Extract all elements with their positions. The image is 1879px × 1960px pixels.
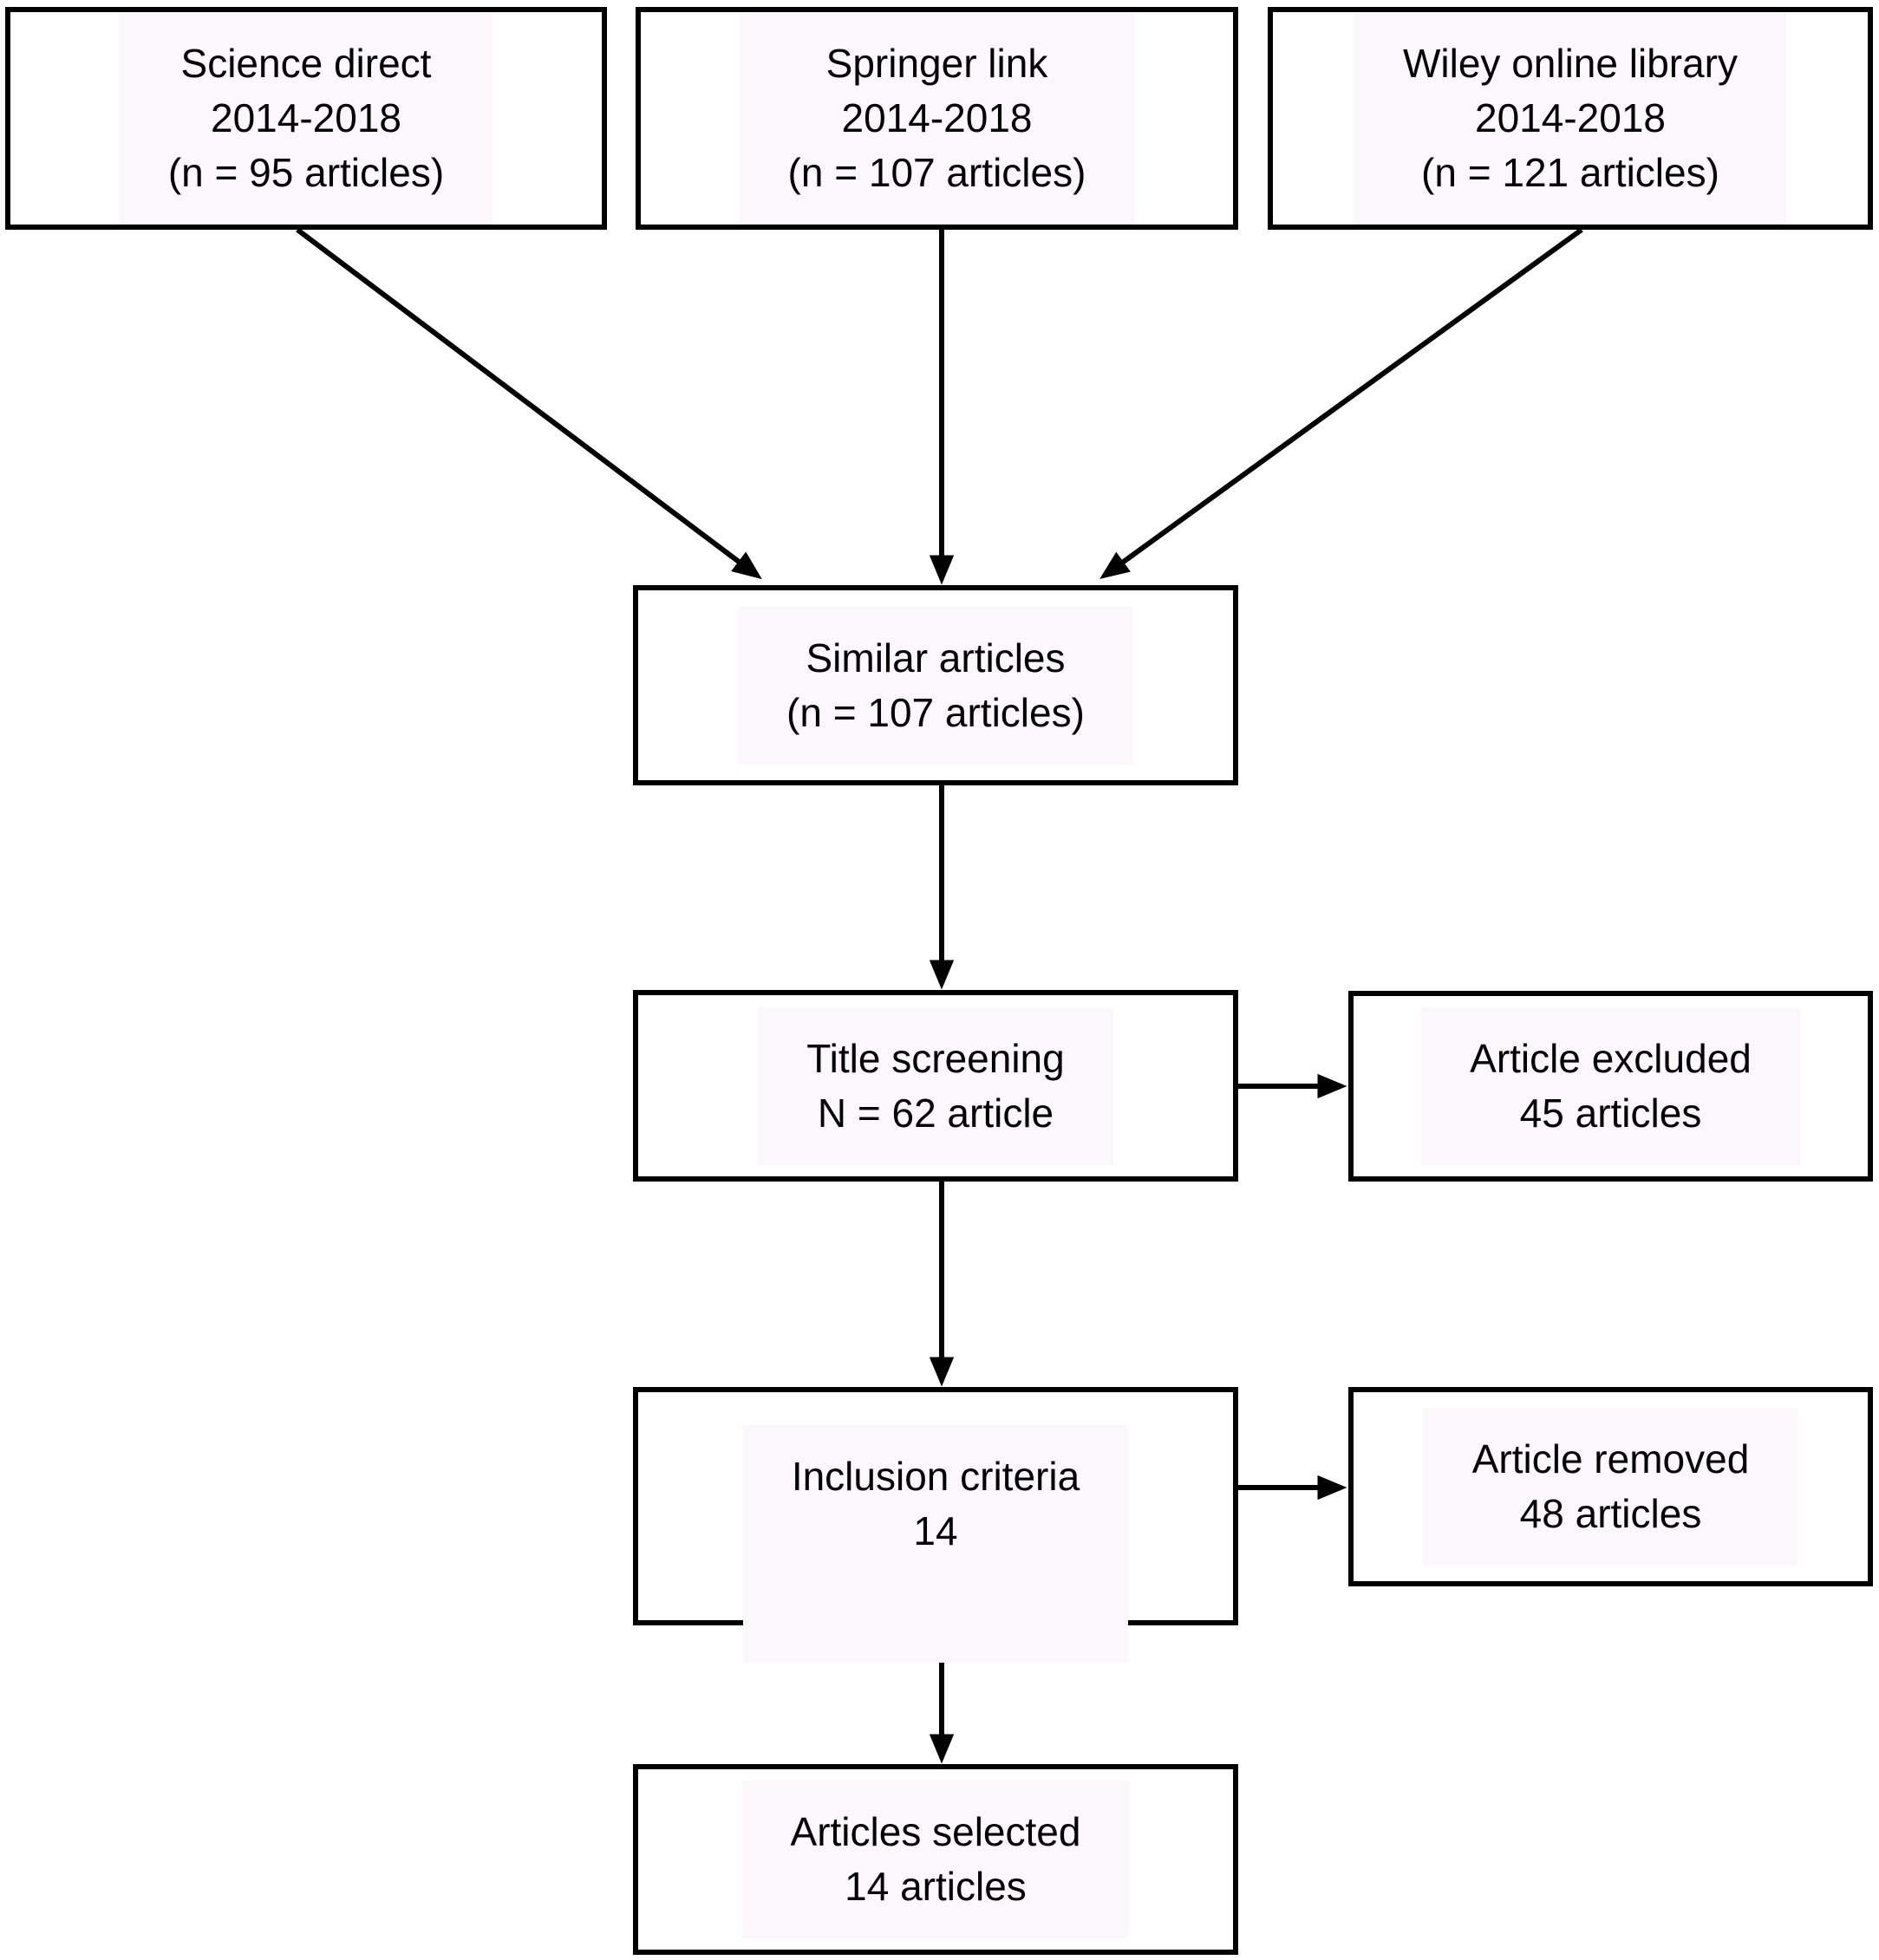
box-article-removed-text: Article removed 48 articles: [1423, 1408, 1798, 1566]
box-line: Wiley online library: [1402, 41, 1738, 86]
arrow-science-to-similar: [296, 227, 762, 580]
box-line: Science direct: [180, 41, 432, 86]
box-title-screening-text: Title screening N = 62 article: [758, 1006, 1113, 1165]
box-wiley-online-library-text: Wiley online library 2014-2018 (n = 121 …: [1354, 12, 1786, 225]
box-line: 14: [913, 1508, 958, 1553]
box-springer-link: Springer link 2014-2018 (n = 107 article…: [636, 7, 1238, 230]
box-articles-selected: Articles selected 14 articles: [633, 1764, 1238, 1955]
box-inclusion-criteria: Inclusion criteria 14: [633, 1387, 1238, 1663]
box-springer-link-text: Springer link 2014-2018 (n = 107 article…: [739, 12, 1135, 225]
box-line: Similar articles: [806, 635, 1066, 680]
box-line: 2014-2018: [211, 95, 401, 140]
box-line: N = 62 article: [817, 1090, 1054, 1136]
box-title-screening: Title screening N = 62 article: [633, 990, 1238, 1182]
box-line: Article excluded: [1470, 1036, 1752, 1081]
box-line: (n = 121 articles): [1421, 150, 1719, 195]
box-line: Article removed: [1471, 1436, 1750, 1481]
box-line: Articles selected: [790, 1809, 1081, 1854]
box-line: (n = 107 articles): [786, 689, 1085, 735]
box-line: 2014-2018: [841, 95, 1033, 140]
box-similar-articles: Similar articles (n = 107 articles): [633, 585, 1238, 785]
box-articles-selected-text: Articles selected 14 articles: [741, 1781, 1130, 1938]
box-line: Title screening: [806, 1035, 1065, 1081]
box-inclusion-criteria-text: Inclusion criteria 14: [742, 1425, 1129, 1663]
box-line: (n = 95 articles): [167, 150, 445, 195]
box-line: 2014-2018: [1475, 95, 1666, 140]
box-science-direct-text: Science direct 2014-2018 (n = 95 article…: [119, 12, 493, 225]
box-article-removed: Article removed 48 articles: [1348, 1387, 1873, 1586]
arrow-wiley-to-similar: [1099, 227, 1583, 579]
box-science-direct: Science direct 2014-2018 (n = 95 article…: [5, 7, 607, 230]
box-line: Springer link: [825, 41, 1048, 86]
box-wiley-online-library: Wiley online library 2014-2018 (n = 121 …: [1268, 7, 1873, 230]
box-line: 45 articles: [1519, 1091, 1702, 1136]
box-similar-articles-text: Similar articles (n = 107 articles): [738, 606, 1133, 765]
box-line: 48 articles: [1519, 1491, 1702, 1536]
box-article-excluded-text: Article excluded 45 articles: [1421, 1007, 1800, 1165]
box-line: Inclusion criteria: [791, 1454, 1080, 1499]
box-article-excluded: Article excluded 45 articles: [1348, 991, 1873, 1182]
box-line: (n = 107 articles): [787, 150, 1086, 195]
box-line: 14 articles: [845, 1864, 1027, 1909]
